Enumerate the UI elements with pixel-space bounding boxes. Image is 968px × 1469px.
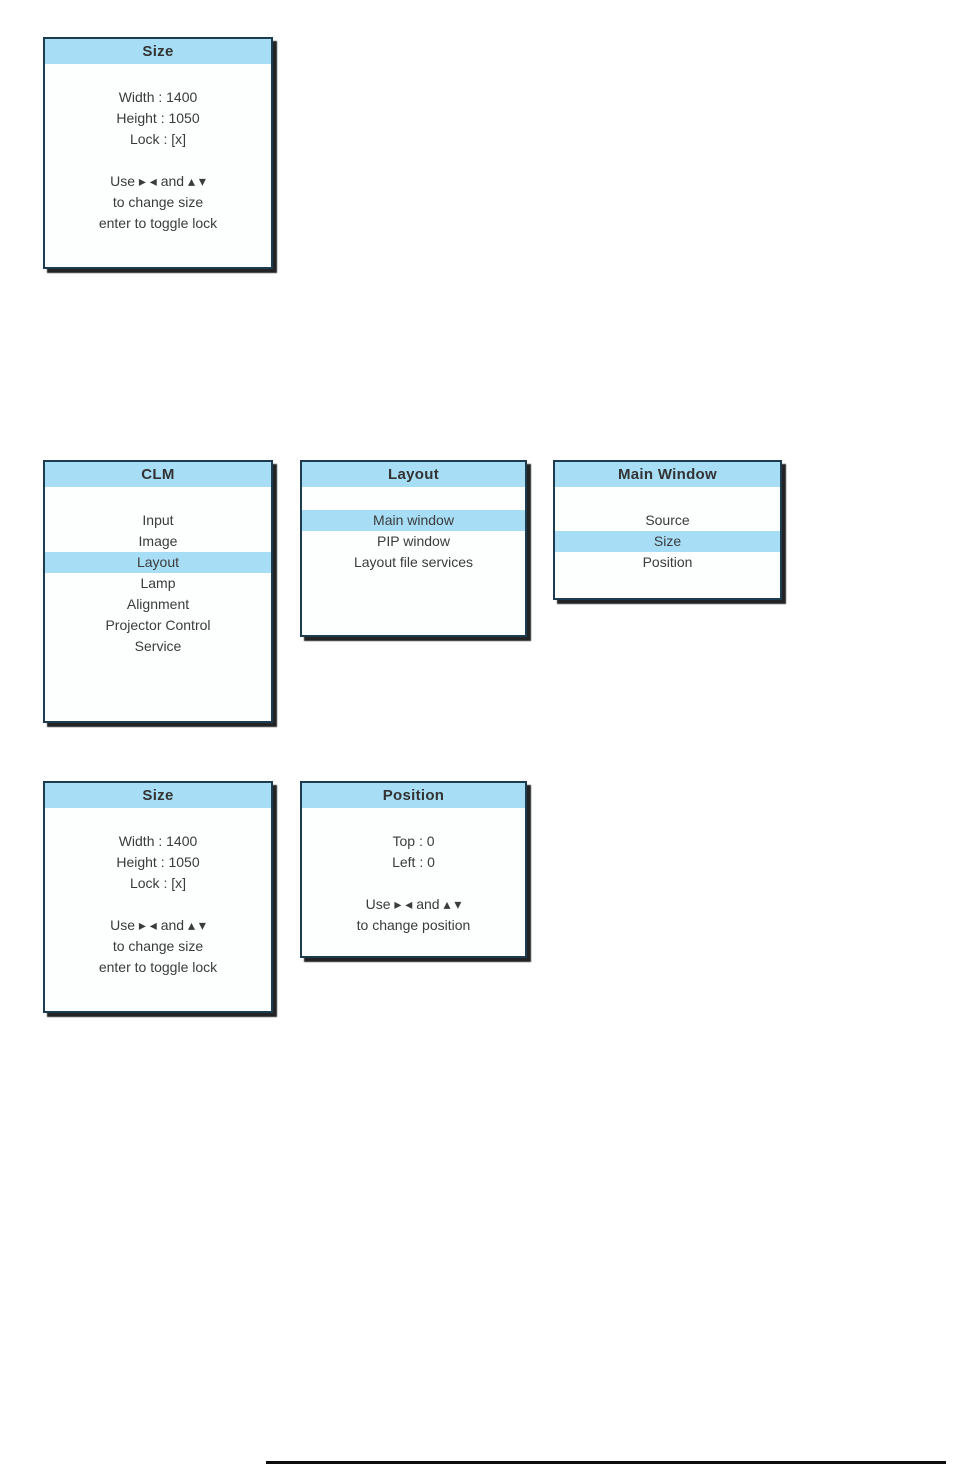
menu-item-input[interactable]: Input [142, 512, 174, 528]
size-menu-window: Size Width : 1400 Height : 1050 Lock : [… [43, 37, 273, 269]
size-menu-title: Size [45, 39, 271, 64]
size-hint-arrows: Use ▸ ◂ and ▴ ▾ [110, 173, 206, 189]
menu-item-layout-file-services[interactable]: Layout file services [353, 554, 474, 570]
menu-item-layout[interactable]: Layout [45, 552, 271, 573]
size-width-value[interactable]: Width : 1400 [118, 833, 198, 849]
menu-item-lamp[interactable]: Lamp [140, 575, 176, 591]
menu-item-pip-window[interactable]: PIP window [377, 533, 450, 549]
size-lock-toggle[interactable]: Lock : [x] [129, 875, 187, 891]
spacer [302, 873, 525, 894]
position-top-value[interactable]: Top : 0 [392, 833, 435, 849]
size-width-value[interactable]: Width : 1400 [118, 89, 198, 105]
spacer [45, 894, 271, 915]
layout-menu-title: Layout [302, 462, 525, 487]
size-height-value[interactable]: Height : 1050 [116, 854, 200, 870]
size-hint-change: to change size [112, 938, 204, 954]
layout-menu-window: Layout Main window PIP window Layout fil… [300, 460, 527, 637]
footer-rule [266, 1461, 946, 1464]
size-lock-toggle[interactable]: Lock : [x] [129, 131, 187, 147]
size-menu-title: Size [45, 783, 271, 808]
menu-item-main-window[interactable]: Main window [302, 510, 525, 531]
size-hint-lock: enter to toggle lock [98, 215, 218, 231]
menu-item-position[interactable]: Position [642, 554, 693, 570]
position-menu-title: Position [302, 783, 525, 808]
position-hint-change: to change position [356, 917, 471, 933]
clm-menu-window: CLM Input Image Layout Lamp Alignment Pr… [43, 460, 273, 723]
main-window-menu-title: Main Window [555, 462, 780, 487]
position-hint-arrows: Use ▸ ◂ and ▴ ▾ [365, 896, 462, 912]
position-menu-window: Position Top : 0 Left : 0 Use ▸ ◂ and ▴ … [300, 781, 527, 958]
main-window-menu-window: Main Window Source Size Position [553, 460, 782, 600]
position-left-value[interactable]: Left : 0 [392, 854, 435, 870]
menu-item-image[interactable]: Image [138, 533, 178, 549]
size-hint-lock: enter to toggle lock [98, 959, 218, 975]
menu-item-size[interactable]: Size [555, 531, 780, 552]
menu-item-alignment[interactable]: Alignment [126, 596, 190, 612]
size-height-value[interactable]: Height : 1050 [116, 110, 200, 126]
menu-item-projector-control[interactable]: Projector Control [105, 617, 211, 633]
menu-item-source[interactable]: Source [645, 512, 690, 528]
menu-item-service[interactable]: Service [134, 638, 182, 654]
size-hint-change: to change size [112, 194, 204, 210]
size-menu-window-bottom: Size Width : 1400 Height : 1050 Lock : [… [43, 781, 273, 1013]
clm-menu-title: CLM [45, 462, 271, 487]
size-hint-arrows: Use ▸ ◂ and ▴ ▾ [110, 917, 206, 933]
spacer [45, 150, 271, 171]
